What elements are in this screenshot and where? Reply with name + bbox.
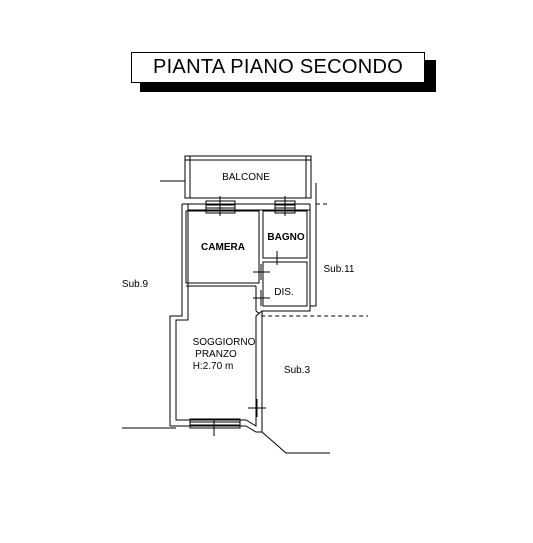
door-ticks — [213, 196, 286, 436]
context-lines — [122, 180, 330, 454]
neighbor-label-sub3: Sub.3 — [284, 365, 311, 376]
room-label-dis: DIS. — [274, 287, 293, 298]
room-label-balcone: BALCONE — [222, 172, 270, 183]
room-label-soggiorno: SOGGIORNO — [193, 337, 256, 348]
room-label-pranzo: PRANZO — [195, 349, 237, 360]
room-label-bagno: BAGNO — [267, 232, 304, 243]
boundary-dashed — [169, 203, 368, 426]
neighbor-label-sub9: Sub.9 — [122, 279, 149, 290]
neighbor-label-sub11: Sub.11 — [324, 264, 355, 275]
page-title: PIANTA PIANO SECONDO — [152, 56, 404, 78]
outer-walls — [169, 183, 317, 433]
inner-walls — [185, 210, 308, 311]
balcony — [184, 155, 312, 199]
room-height-label: H:2.70 m — [193, 361, 234, 372]
title-box: PIANTA PIANO SECONDO — [131, 52, 425, 83]
room-label-camera: CAMERA — [201, 242, 245, 253]
